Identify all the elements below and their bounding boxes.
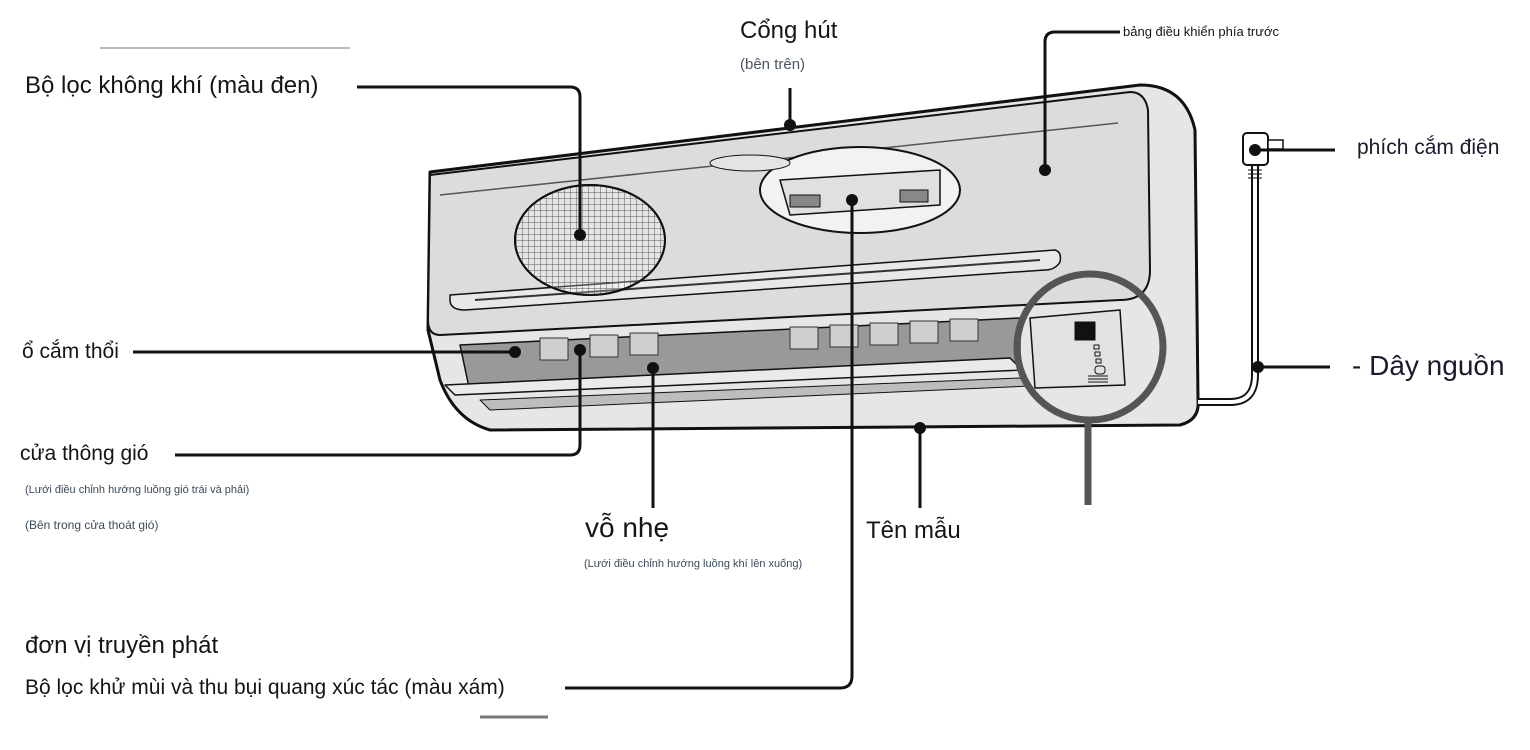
label-flap: vỗ nhẹ (585, 512, 670, 543)
label-front-panel: bảng điều khiển phía trước (1123, 24, 1279, 39)
label-outlet-socket: ổ cắm thổi (22, 340, 119, 363)
label-intake: Cổng hút (740, 17, 838, 44)
leader-dots (509, 119, 1264, 434)
power-cord (1198, 132, 1284, 406)
label-flap-sub: (Lưới điều chỉnh hướng luồng khí lên xuố… (584, 558, 803, 570)
label-air-filter: Bộ lọc không khí (màu đen) (25, 72, 319, 99)
label-vent-door-sub1: (Lưới điều chỉnh hướng luồng gió trái và… (25, 484, 250, 496)
leader-lines (133, 30, 1335, 690)
label-vent-door-sub2: (Bên trong cửa thoát gió) (25, 518, 159, 532)
label-model-name: Tên mẫu (866, 517, 961, 544)
label-transmitter: đơn vị truyền phát (25, 632, 219, 659)
label-photocatalyst-filter: Bộ lọc khử mùi và thu bụi quang xúc tác … (25, 676, 505, 699)
label-intake-sub: (bên trên) (740, 56, 806, 73)
label-vent-door: cửa thông gió (20, 442, 149, 465)
label-power-plug: phích cắm điện (1357, 136, 1500, 159)
label-power-cord: - Dây nguồn (1352, 350, 1505, 381)
ac-body (426, 83, 1200, 505)
